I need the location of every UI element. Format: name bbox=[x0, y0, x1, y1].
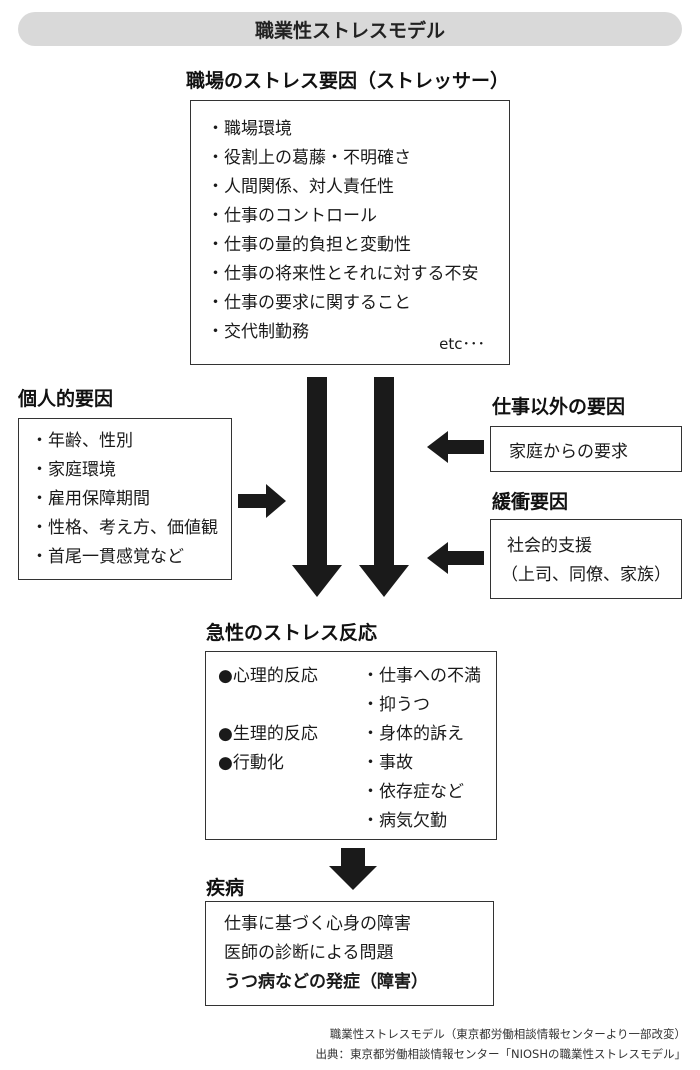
list-item: ・仕事の量的負担と変動性 bbox=[207, 235, 411, 255]
source-note-2: 出典：東京都労働相談情報センター「NIOSHの職業性ストレスモデル」 bbox=[315, 1047, 687, 1061]
acute-category: ●心理的反応 bbox=[218, 666, 318, 686]
right-arrow-personal bbox=[238, 484, 286, 518]
list-item: ・家庭環境 bbox=[31, 460, 116, 480]
nonwork-heading: 仕事以外の要因 bbox=[492, 396, 626, 418]
left-arrow-buffer bbox=[427, 542, 484, 574]
list-item: ・依存症など bbox=[362, 782, 464, 802]
list-item: ・事故 bbox=[362, 753, 413, 773]
acute-heading: 急性のストレス反応 bbox=[206, 622, 378, 644]
list-item: ・職場環境 bbox=[207, 119, 292, 139]
acute-box: ●心理的反応 ●生理的反応 ●行動化 ・仕事への不満 ・抑うつ ・身体的訴え ・… bbox=[205, 651, 497, 840]
disease-heading: 疾病 bbox=[206, 877, 245, 899]
personal-box: ・年齢、性別 ・家庭環境 ・雇用保障期間 ・性格、考え方、価値観 ・首尾一貫感覚… bbox=[18, 418, 232, 580]
list-item: ・仕事のコントロール bbox=[207, 206, 377, 226]
list-item: ・交代制勤務 bbox=[207, 322, 309, 342]
personal-heading: 個人的要因 bbox=[18, 388, 114, 410]
list-item: ・性格、考え方、価値観 bbox=[31, 518, 218, 538]
list-item: ・身体的訴え bbox=[362, 724, 464, 744]
list-item: ・仕事の要求に関すること bbox=[207, 293, 411, 313]
stressors-box: ・職場環境 ・役割上の葛藤・不明確さ ・人間関係、対人責任性 ・仕事のコントロー… bbox=[190, 100, 510, 365]
title-banner: 職業性ストレスモデル bbox=[18, 12, 682, 46]
list-item: ・年齢、性別 bbox=[31, 431, 133, 451]
page-title: 職業性ストレスモデル bbox=[254, 19, 445, 42]
stressors-heading: 職場のストレス要因（ストレッサー） bbox=[186, 70, 510, 92]
stressors-etc: etc･･･ bbox=[439, 335, 485, 353]
list-item: ・仕事の将来性とそれに対する不安 bbox=[207, 264, 479, 284]
left-arrow-nonwork bbox=[427, 431, 484, 463]
buffer-line-2: （上司、同僚、家族） bbox=[501, 565, 671, 585]
down-arrow-left bbox=[292, 377, 342, 597]
disease-line-3: うつ病などの発症（障害） bbox=[224, 972, 428, 992]
buffer-heading: 緩衝要因 bbox=[492, 491, 569, 513]
buffer-box: 社会的支援 （上司、同僚、家族） bbox=[490, 519, 682, 599]
buffer-line-1: 社会的支援 bbox=[507, 536, 592, 556]
disease-line-2: 医師の診断による問題 bbox=[224, 943, 394, 963]
list-item: ・仕事への不満 bbox=[362, 666, 481, 686]
disease-line-1: 仕事に基づく心身の障害 bbox=[224, 914, 411, 934]
down-arrow-right bbox=[359, 377, 409, 597]
nonwork-text: 家庭からの要求 bbox=[509, 441, 628, 462]
list-item: ・病気欠勤 bbox=[362, 811, 447, 831]
list-item: ・役割上の葛藤・不明確さ bbox=[207, 148, 411, 168]
list-item: ・人間関係、対人責任性 bbox=[207, 177, 394, 197]
acute-category: ●生理的反応 bbox=[218, 724, 318, 744]
list-item: ・雇用保障期間 bbox=[31, 489, 150, 509]
list-item: ・首尾一貫感覚など bbox=[31, 547, 184, 567]
nonwork-box: 家庭からの要求 bbox=[490, 426, 682, 472]
acute-category: ●行動化 bbox=[218, 753, 284, 773]
list-item: ・抑うつ bbox=[362, 695, 430, 715]
down-arrow-disease bbox=[329, 848, 377, 890]
disease-box: 仕事に基づく心身の障害 医師の診断による問題 うつ病などの発症（障害） bbox=[205, 901, 494, 1006]
source-note-1: 職業性ストレスモデル（東京都労働相談情報センターより一部改変） bbox=[329, 1027, 686, 1041]
